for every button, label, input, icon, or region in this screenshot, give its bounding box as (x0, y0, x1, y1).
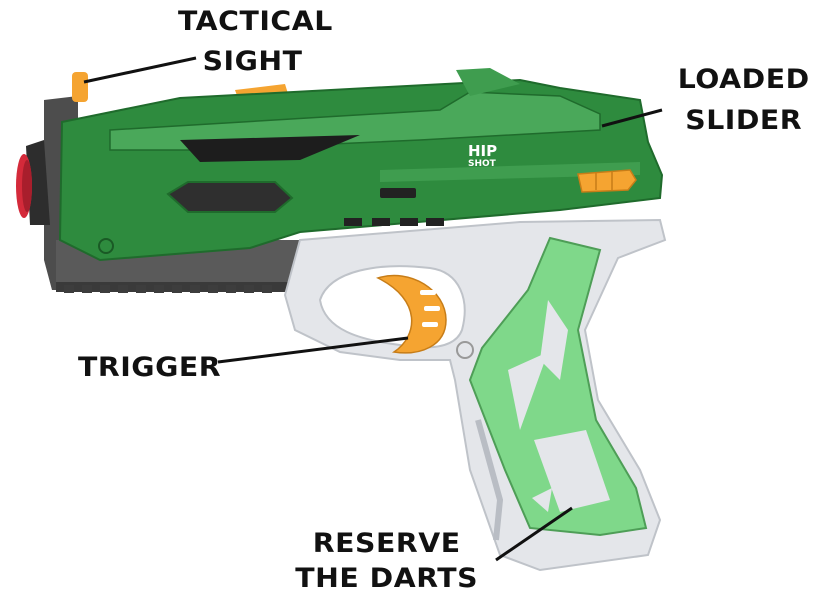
label-tactical-sight-line1: TACTICAL (178, 6, 333, 37)
leader-loaded-slider (601, 108, 663, 128)
label-reserve-darts: RESERVE THE DARTS (288, 530, 485, 592)
barrel-tip (16, 140, 50, 225)
label-tactical-sight-line2: SIGHT (202, 46, 303, 77)
upper-body: HIP SHOT (58, 68, 664, 262)
loaded-slider-nub (577, 169, 637, 193)
leader-reserve-darts (495, 506, 573, 562)
label-loaded-slider-line1: LOADED (677, 64, 810, 95)
leader-lines (83, 56, 663, 562)
trigger (376, 274, 474, 359)
leader-tactical-sight (83, 56, 197, 84)
hip-shot-logo-sub: SHOT (468, 159, 497, 169)
label-trigger: TRIGGER (78, 352, 222, 383)
reserve-dart-grip (468, 236, 648, 537)
label-loaded-slider-line2: SLIDER (685, 105, 803, 136)
leader-trigger (217, 336, 409, 364)
hip-shot-logo: HIP (468, 142, 497, 160)
label-tactical-sight: TACTICAL SIGHT (178, 6, 333, 77)
label-reserve-darts-line1: RESERVE (312, 528, 461, 559)
label-loaded-slider: LOADED SLIDER (666, 66, 821, 134)
label-reserve-darts-line2: THE DARTS (295, 563, 479, 594)
